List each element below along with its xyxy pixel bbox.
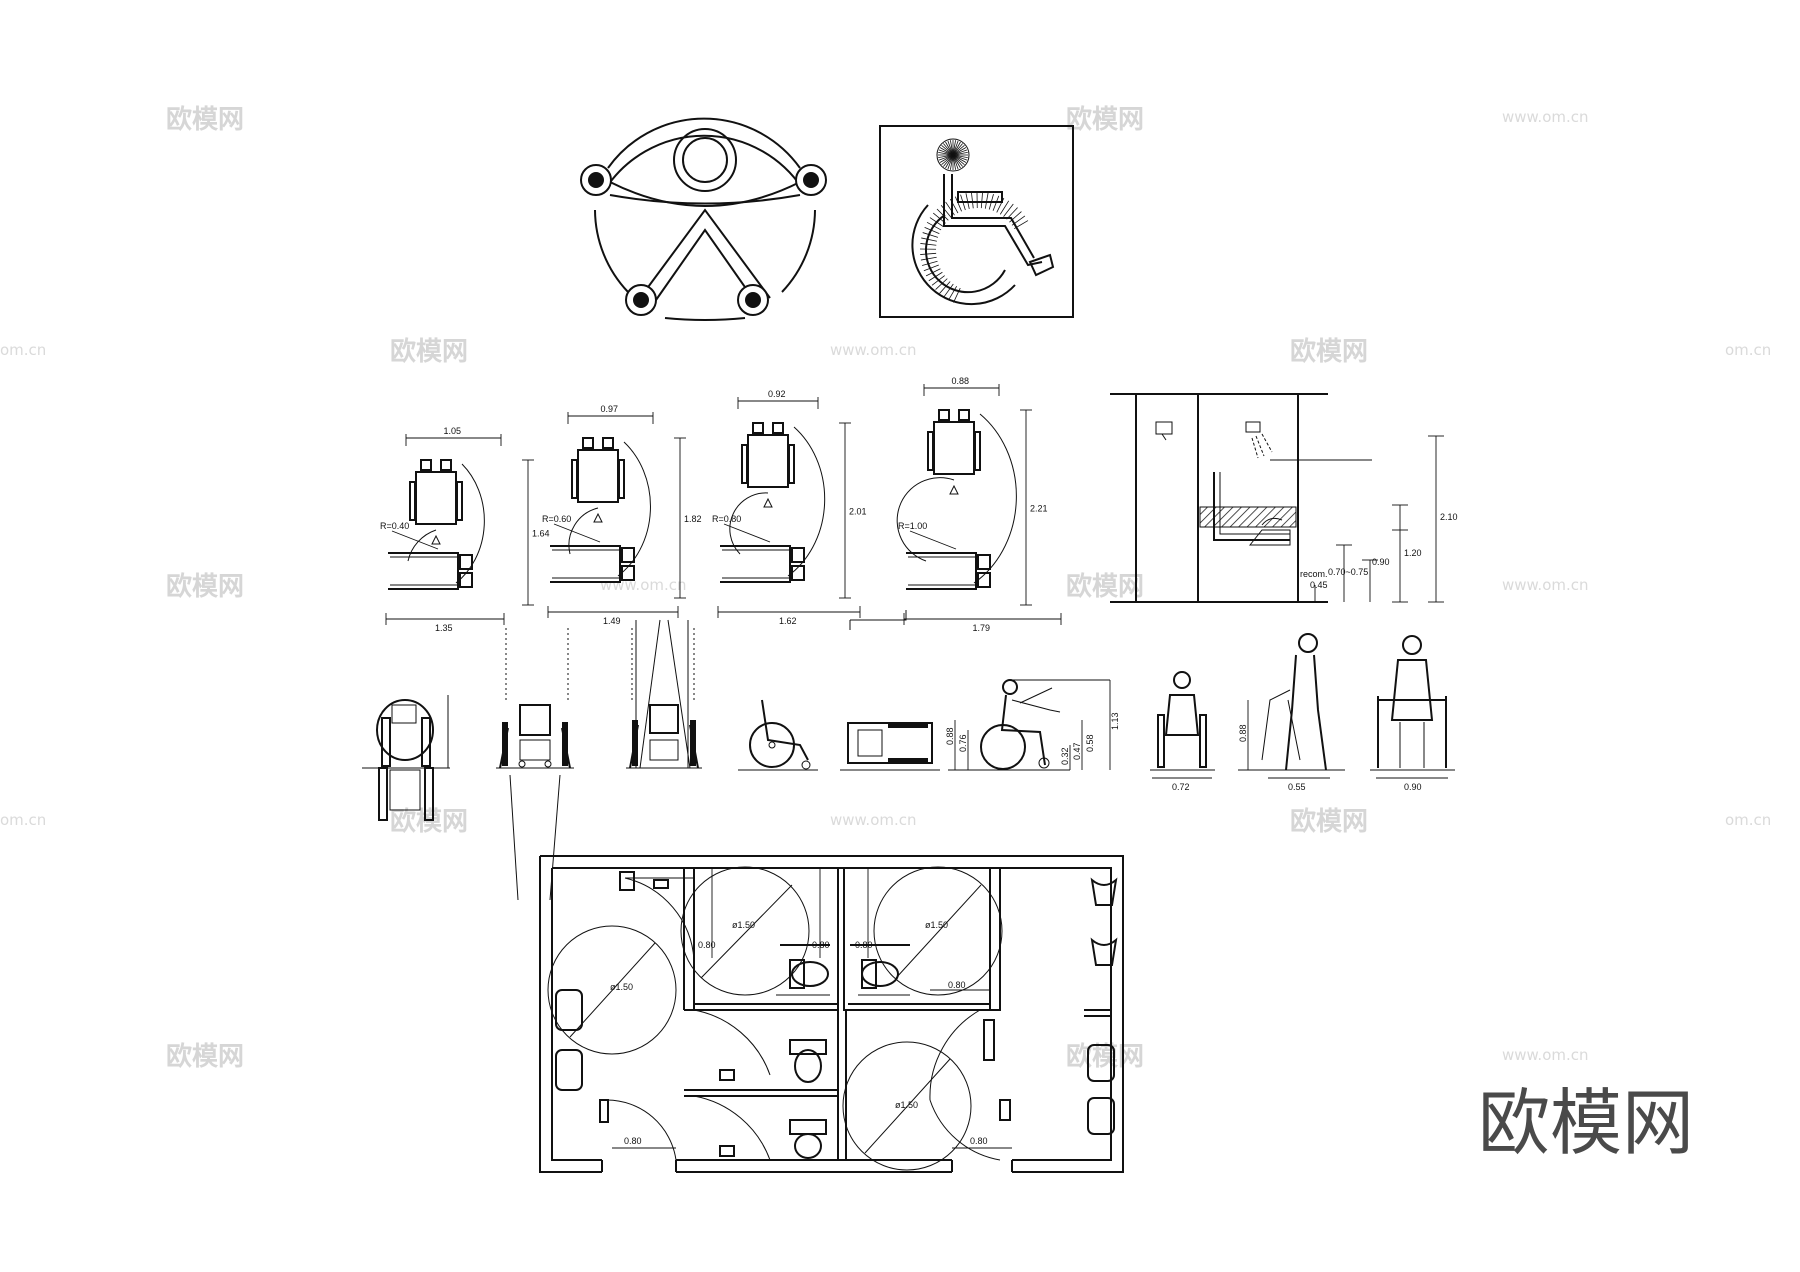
toilet-icon — [789, 1039, 827, 1083]
dim-plan-length: 1.35 — [435, 623, 453, 633]
dim-seat-height: 0.45 — [1310, 580, 1328, 590]
dim-plan-width: 0.88 — [952, 376, 970, 386]
watermark-url: www.om.cn — [830, 341, 917, 359]
dim-turning-circle: ø1.50 — [610, 982, 633, 992]
dim-recom-label: recom. — [1300, 569, 1328, 579]
urinal-icon — [1090, 937, 1118, 966]
dim-plan-height: 1.82 — [684, 514, 702, 524]
dim-side-height: 0.32 — [1060, 747, 1070, 765]
dim-plan-width: 1.05 — [444, 426, 462, 436]
watermark-url: www.om.cn — [600, 576, 687, 594]
dim-side-height: 0.88 — [945, 727, 955, 745]
dim-plan-height: 2.01 — [849, 507, 867, 517]
watermark-url: www.om.cn — [830, 811, 917, 829]
shower-elevation: 2.10 1.20 0.90 0.70~0.75 recom. 0.45 — [1110, 393, 1458, 603]
wheelchair-front-view-2 — [496, 704, 574, 769]
watermark-url: om.cn — [1725, 811, 1771, 829]
toilet-icon — [861, 959, 899, 989]
dim-plan-length: 1.49 — [603, 616, 621, 626]
watermark-brand: 欧模网 — [1290, 806, 1368, 837]
wheelchair-front-view — [362, 695, 450, 821]
sink-icon — [1087, 1044, 1115, 1082]
dim-turning-circle: ø1.50 — [895, 1100, 918, 1110]
dim-seated-width: 0.72 — [1172, 782, 1190, 792]
wheelchair-user-front: 0.72 — [1150, 671, 1215, 792]
walker-frame-user-front: 0.90 — [1370, 635, 1455, 792]
dim-side-height: 0.76 — [958, 734, 968, 752]
dim-walker-width: 0.55 — [1288, 782, 1306, 792]
dim-plan-width: 0.92 — [768, 389, 786, 399]
dim-plan-radius: R=0.60 — [542, 514, 571, 524]
dim-head-height: 2.10 — [1440, 512, 1458, 522]
watermark-url: www.om.cn — [1502, 108, 1589, 126]
wheelchair-plan-icon — [415, 471, 457, 525]
dim-frame-width: 0.90 — [1404, 782, 1422, 792]
dim-turning-circle: ø1.50 — [925, 920, 948, 930]
wheelchair-side-view — [738, 699, 818, 771]
dim-clearance: 0.80 — [698, 940, 716, 950]
watermark-brand: 欧模网 — [390, 806, 468, 837]
toilet-icon — [789, 1119, 827, 1159]
sink-icon — [555, 989, 583, 1031]
wheelchair-plan-icon — [577, 449, 619, 503]
toilet-icon — [789, 959, 829, 989]
watermark-brand: 欧模网 — [166, 104, 244, 135]
watermark-brand: 欧模网 — [1066, 104, 1144, 135]
dim-clearance: 0.80 — [948, 980, 966, 990]
watermark-url: om.cn — [0, 811, 46, 829]
watermark-brand: 欧模网 — [1290, 336, 1368, 367]
dim-side-height: 1.13 — [1110, 712, 1120, 730]
wheelchair-top-view — [840, 722, 940, 771]
dim-side-height: 0.47 — [1072, 742, 1082, 760]
watermark-brand-large: 欧模网 — [1478, 1081, 1694, 1165]
dim-clearance: 0.80 — [624, 1136, 642, 1146]
dim-clearance: 0.80 — [855, 940, 873, 950]
restroom-floor-plan: 0.80 0.80 0.80 0.80 0.80 0.80 ø1.50 ø1.5… — [539, 855, 1124, 1173]
dim-grip-height: 0.90 — [1372, 557, 1390, 567]
turning-radius-plans: 1.05R=0.40 1.64 1.35 0.97R=0.60 1.82 1.49 0.92… — [380, 376, 1062, 633]
dim-plan-length: 1.62 — [779, 616, 797, 626]
walker-user-side: 0.88 0.55 — [1238, 633, 1345, 792]
wheelchair-plan-icon — [933, 421, 975, 475]
watermark-brand: 欧模网 — [1066, 571, 1144, 602]
watermark-url: www.om.cn — [1502, 576, 1589, 594]
watermark-brand: 欧模网 — [1066, 1041, 1144, 1072]
dim-plan-length: 1.79 — [973, 623, 991, 633]
dim-clearance: 0.80 — [812, 940, 830, 950]
watermark-url: www.om.cn — [1502, 1046, 1589, 1064]
wheelchair-user-side: 0.88 0.76 0.47 0.58 0.32 1.13 — [945, 679, 1120, 771]
watermark-url: om.cn — [0, 341, 46, 359]
dim-plan-radius: R=1.00 — [898, 521, 927, 531]
watermark-brand: 欧模网 — [166, 1041, 244, 1072]
dim-walker-height: 0.88 — [1238, 724, 1248, 742]
dim-side-height: 0.58 — [1085, 734, 1095, 752]
turning-circles — [547, 866, 1003, 1171]
shower-seat — [1199, 506, 1297, 528]
dim-turning-circle: ø1.50 — [732, 920, 755, 930]
watermark-brand: 欧模网 — [166, 571, 244, 602]
watermark-url: om.cn — [1725, 341, 1771, 359]
dim-plan-height: 2.21 — [1030, 504, 1048, 514]
dim-control-height: 1.20 — [1404, 548, 1422, 558]
watermark-layer: 欧模网 欧模网 欧模网 欧模网 欧模网 欧模网 欧模网 欧模网 欧模网 欧模网 … — [0, 104, 1771, 1165]
grab-bar — [1213, 472, 1290, 541]
urinal-icon — [1090, 877, 1118, 906]
watermark-brand: 欧模网 — [390, 336, 468, 367]
soap-dish — [1155, 421, 1173, 435]
dim-plan-radius: R=0.80 — [712, 514, 741, 524]
accessibility-emblem-icon — [580, 117, 827, 321]
sink-icon — [555, 1049, 583, 1091]
dim-bar-range: 0.70~0.75 — [1328, 567, 1368, 577]
wheelchair-plan-icon — [747, 434, 789, 488]
shower-head-icon — [1245, 421, 1261, 433]
dim-clearance: 0.80 — [970, 1136, 988, 1146]
wheelchair-icon — [879, 125, 1074, 318]
dim-plan-height: 1.64 — [532, 529, 550, 539]
dim-plan-width: 0.97 — [601, 404, 619, 414]
sink-icon — [1087, 1097, 1115, 1135]
wheelchair-figures-row: 0.88 0.76 0.47 0.58 0.32 1.13 0.72 0.88 … — [362, 619, 1455, 901]
dim-plan-radius: R=0.40 — [380, 521, 409, 531]
wheelchair-front-view-3 — [626, 619, 702, 769]
